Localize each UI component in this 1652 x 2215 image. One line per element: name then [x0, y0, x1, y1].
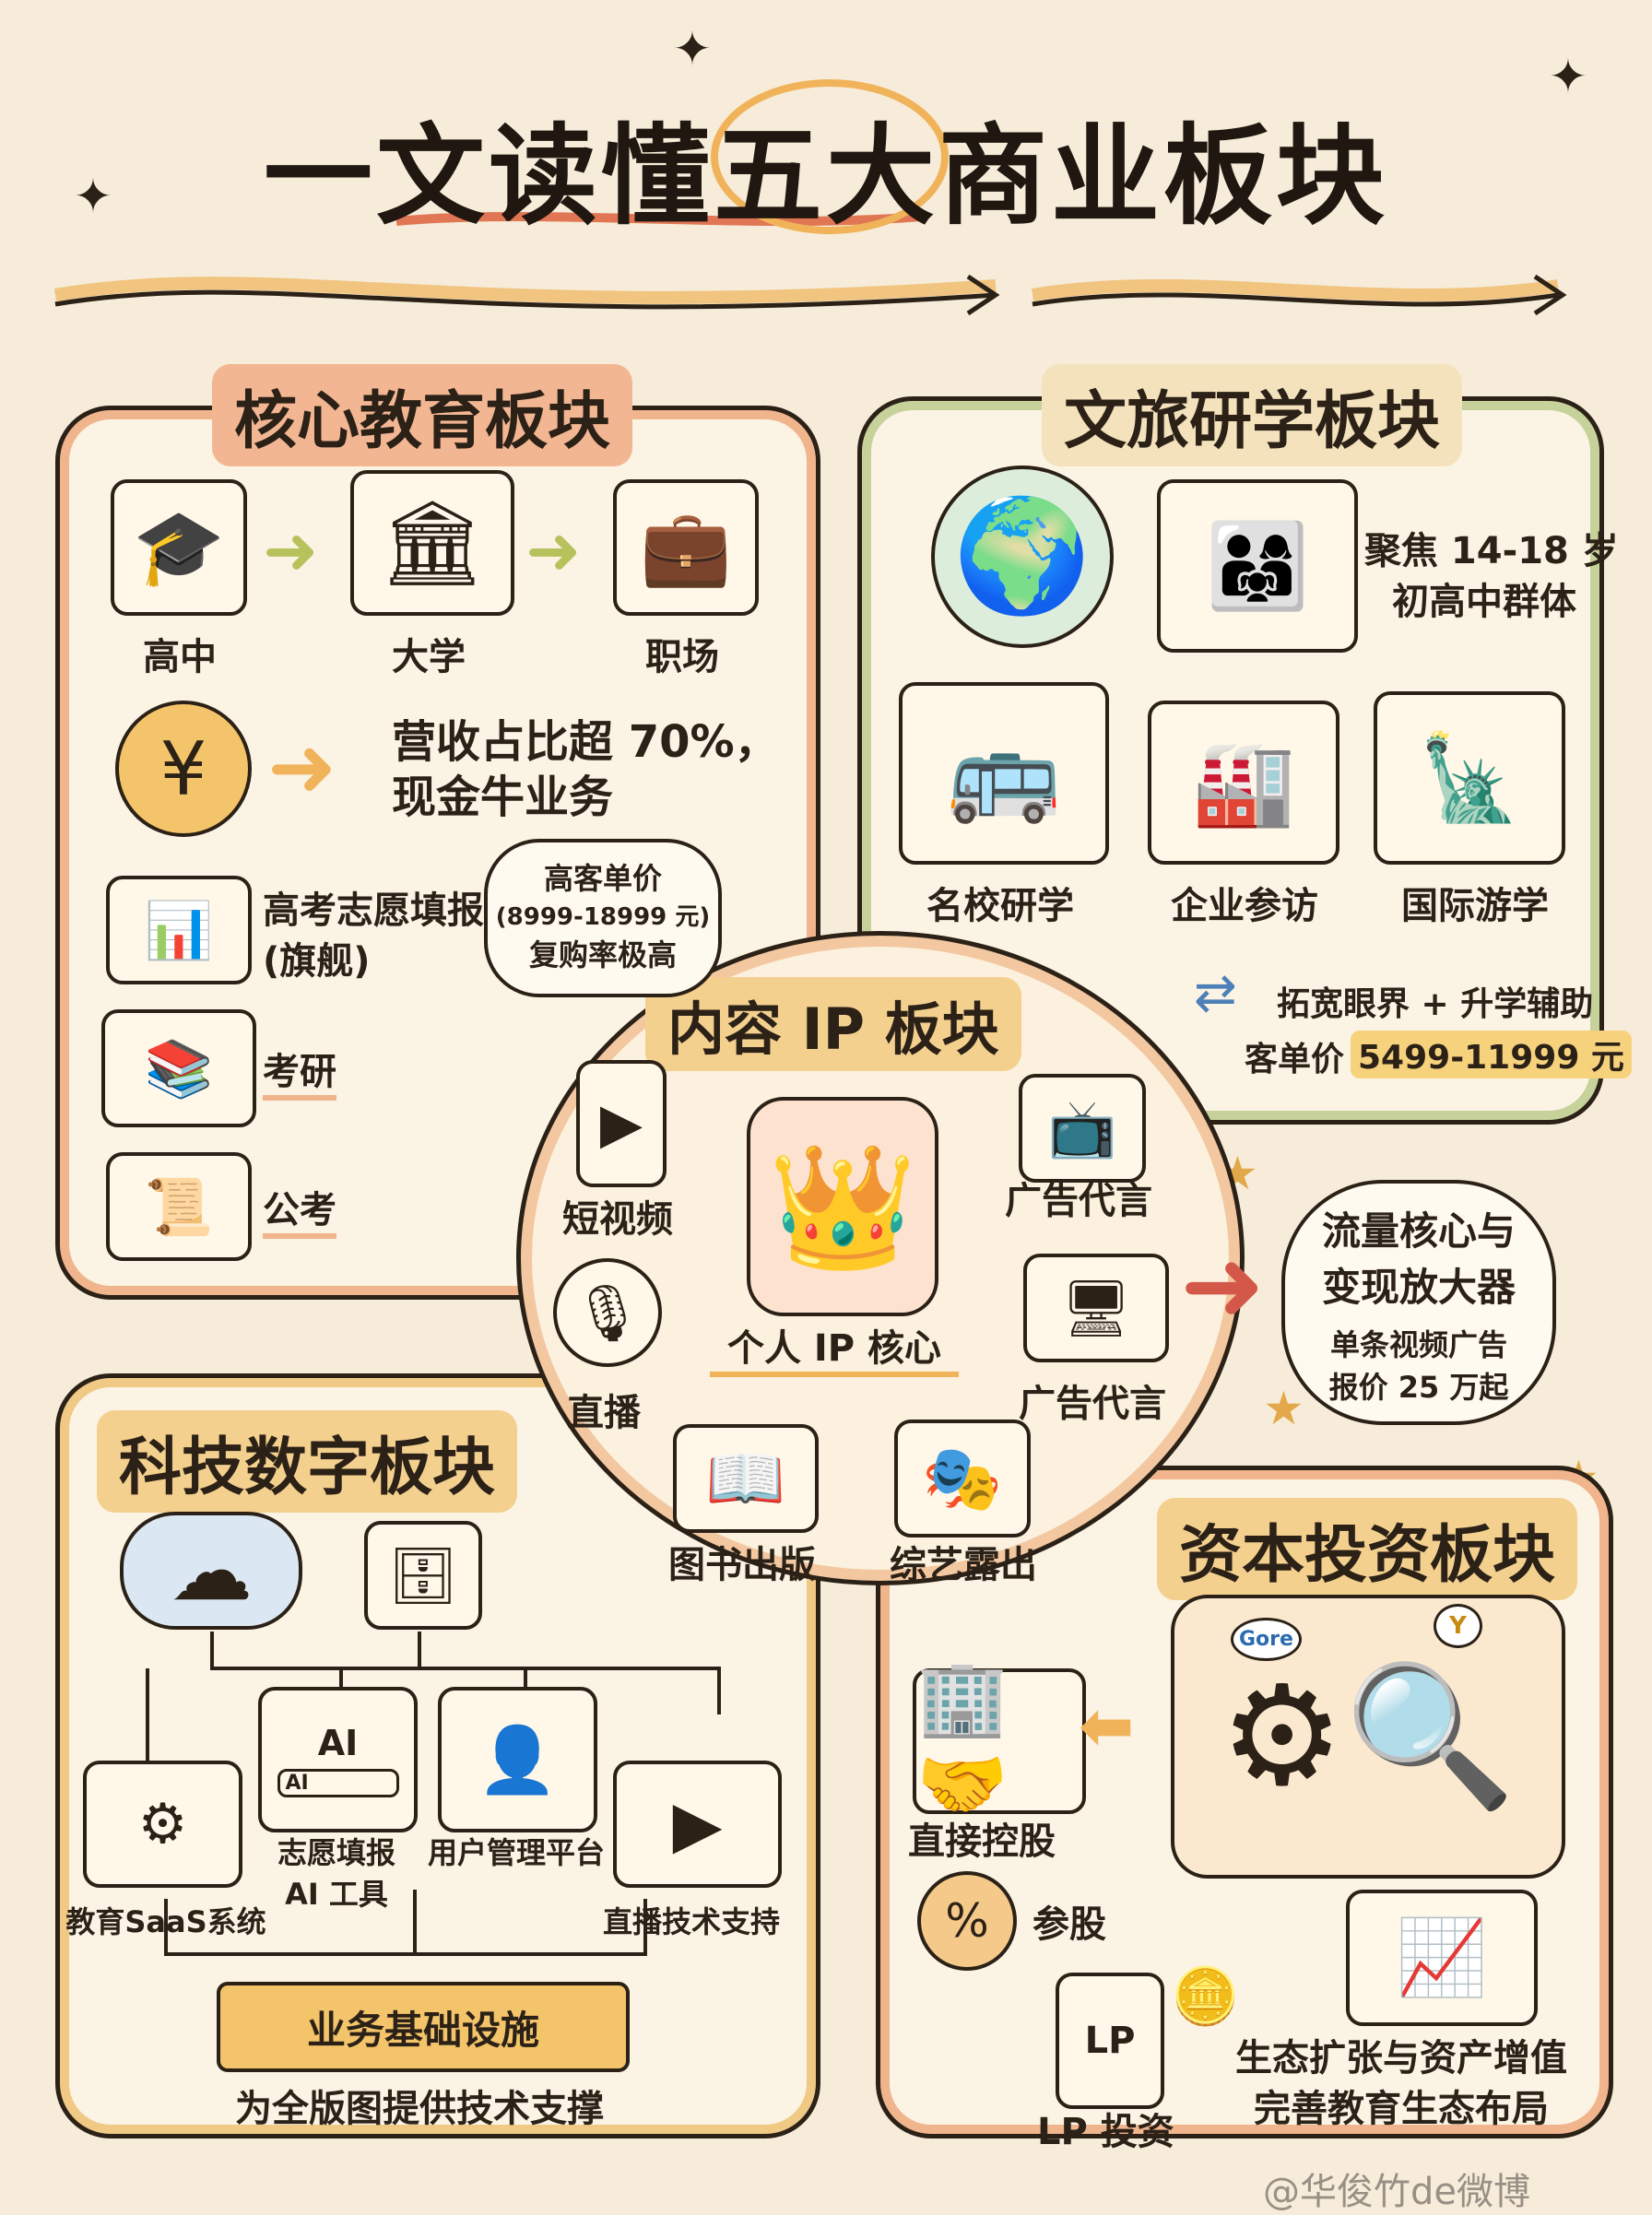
travel-focus-line1: 聚焦 14-18 岁: [1364, 530, 1619, 572]
edu-item-kaoyan: 考研: [263, 1042, 336, 1101]
ip-item-books: 图书出版: [668, 1544, 816, 1586]
travel-heading: 文旅研学板块: [1042, 364, 1463, 466]
saas-dashboard-icon: ⚙: [83, 1761, 242, 1888]
arrow-right-icon: ➜: [267, 719, 337, 816]
travel-item-campus: 名校研学: [926, 885, 1074, 927]
ring-light-mic-icon: 🎙: [553, 1258, 662, 1367]
ip-item-shortvideo: 短视频: [562, 1198, 673, 1241]
arrow-right-icon: ➜: [525, 512, 582, 589]
svg-text:★: ★: [1263, 1382, 1304, 1435]
arrow-left-icon: ⬅: [1079, 1687, 1135, 1764]
tech-item-volunteer: 志愿填报: [277, 1835, 395, 1870]
user-profile-icon: 👤: [438, 1687, 597, 1832]
product-ad-icon: 📺: [1019, 1074, 1146, 1183]
svg-text:✦: ✦: [74, 170, 112, 223]
travel-price-label: 客单价: [1245, 1041, 1345, 1078]
edu-heading: 核心教育板块: [212, 364, 633, 466]
graduation-books-icon: 🎓: [111, 479, 247, 616]
lp-document-icon: LP: [1056, 1973, 1164, 2109]
price-bubble: 高客单价 (8999-18999 元) 复购率极高: [484, 839, 722, 997]
tech-item-user-mgmt: 用户管理平台: [427, 1835, 605, 1870]
capital-result-2: 完善教育生态布局: [1254, 2088, 1549, 2130]
price-bubble-line2: (8999-18999 元): [495, 903, 711, 931]
desk-lamp-icon: 📚: [101, 1009, 256, 1127]
tv-stage-icon: 🎭: [894, 1420, 1031, 1538]
tech-item-ai-tool: AI 工具: [285, 1877, 388, 1912]
ip-heading: 内容 IP 板块: [645, 977, 1021, 1071]
students-group-icon: 👨‍👩‍👧: [1157, 479, 1358, 653]
travel-focus-line2: 初高中群体: [1392, 581, 1576, 623]
path-label-highschool: 高中: [143, 636, 217, 678]
coins-icon: 🪙: [1171, 1964, 1240, 2029]
path-label-workplace: 职场: [645, 636, 719, 678]
open-book-icon: 📖: [673, 1424, 819, 1533]
influencer-megaphone-icon: 👑: [747, 1097, 938, 1316]
traffic-cloud: 流量核心与 变现放大器 单条视频广告 报价 25 万起: [1281, 1180, 1556, 1425]
ai-brain-icon: AI AI: [258, 1687, 418, 1832]
revenue-text: 营收占比超 70%，: [392, 716, 779, 768]
watermark: @华俊竹de微博: [1263, 2171, 1530, 2213]
exchange-arrows-icon: ⇄: [1194, 963, 1237, 1023]
landmarks-kids-icon: 🗽: [1374, 691, 1565, 865]
campus-gate-bus-icon: 🚌: [899, 682, 1109, 865]
factory-workers-icon: 🏭: [1148, 701, 1339, 865]
pie-percent-icon: %: [917, 1871, 1017, 1971]
smartphone-play-icon: ▶: [576, 1060, 667, 1187]
ai-input-field: AI: [277, 1768, 399, 1797]
ip-core-label: 个人 IP 核心: [710, 1318, 959, 1377]
monitor-chart-icon: 📊: [106, 876, 252, 984]
capital-item-lp: LP 投资: [1037, 2111, 1174, 2153]
briefcase-gear-icon: 💼: [613, 479, 759, 616]
arrow-right-icon: ➜: [263, 512, 319, 589]
growth-chart-icon: 📈: [1346, 1890, 1538, 2026]
price-bubble-line3: 复购率极高: [528, 937, 677, 972]
tech-heading: 科技数字板块: [97, 1410, 518, 1513]
arrow-right-icon: ➜: [1180, 1226, 1266, 1344]
edu-item-gaokao: 高考志愿填报: [263, 890, 484, 932]
page-title: 一文读懂五大商业板块: [263, 112, 1388, 240]
ip-item-livestream: 直播: [567, 1392, 641, 1434]
ai-chip-label: AI: [317, 1722, 359, 1763]
cloud-line3: 单条视频广告: [1329, 1327, 1507, 1362]
cloud-line2: 变现放大器: [1321, 1265, 1516, 1310]
capital-result-1: 生态扩张与资产增值: [1235, 2037, 1567, 2080]
infrastructure-label: 业务基础设施: [306, 2007, 539, 2053]
revenue-text-2: 现金牛业务: [392, 772, 614, 823]
svg-text:✦: ✦: [673, 22, 712, 76]
capital-heading: 资本投资板块: [1157, 1498, 1578, 1600]
gear-tag-gore: Gore: [1231, 1618, 1302, 1661]
infrastructure-caption: 为全版图提供技术支撑: [235, 2088, 604, 2130]
gear-tag-y: Y: [1434, 1604, 1482, 1648]
capital-item-holding: 直接控股: [908, 1820, 1056, 1863]
price-bubble-line1: 高客单价: [543, 861, 662, 896]
capital-item-stake: 参股: [1032, 1903, 1106, 1946]
tech-connector-lines: [146, 1632, 721, 1956]
ip-item-ad-2: 广告代言: [1019, 1383, 1166, 1425]
travel-price-value: 5499-11999 元: [1351, 1031, 1632, 1078]
certificate-icon: 📜: [106, 1152, 252, 1261]
edu-item-gaokao-flagship: (旗舰): [263, 940, 371, 983]
globe-airplane-icon: 🌍: [931, 465, 1114, 648]
ip-item-variety: 综艺露出: [890, 1544, 1037, 1586]
travel-benefit: 拓宽眼界 + 升学辅助: [1277, 985, 1594, 1023]
university-building-icon: 🏛: [350, 470, 514, 616]
money-bag-icon: ¥: [115, 701, 252, 837]
cloud-line1: 流量核心与: [1321, 1208, 1516, 1254]
video-live-icon: ▶: [613, 1761, 782, 1888]
tech-item-live-tech: 直播技术支持: [602, 1904, 780, 1939]
svg-text:✦: ✦: [1549, 50, 1587, 103]
travel-item-international: 国际游学: [1401, 885, 1549, 927]
billboard-ad-icon: 🖥: [1023, 1254, 1169, 1362]
building-handshake-icon: 🏢🤝: [913, 1655, 1086, 1827]
infrastructure-bar: 业务基础设施: [217, 1982, 630, 2072]
cloud-line4: 报价 25 万起: [1328, 1370, 1509, 1405]
tech-item-saas: 教育SaaS系统: [65, 1904, 266, 1939]
ip-item-ad-1: 广告代言: [1005, 1180, 1152, 1222]
cloud-icon: ☁: [120, 1512, 302, 1630]
server-rack-icon: 🗄: [364, 1521, 482, 1630]
travel-item-enterprise: 企业参访: [1171, 885, 1318, 927]
path-label-university: 大学: [392, 636, 466, 678]
edu-item-gongkao: 公考: [263, 1180, 336, 1239]
